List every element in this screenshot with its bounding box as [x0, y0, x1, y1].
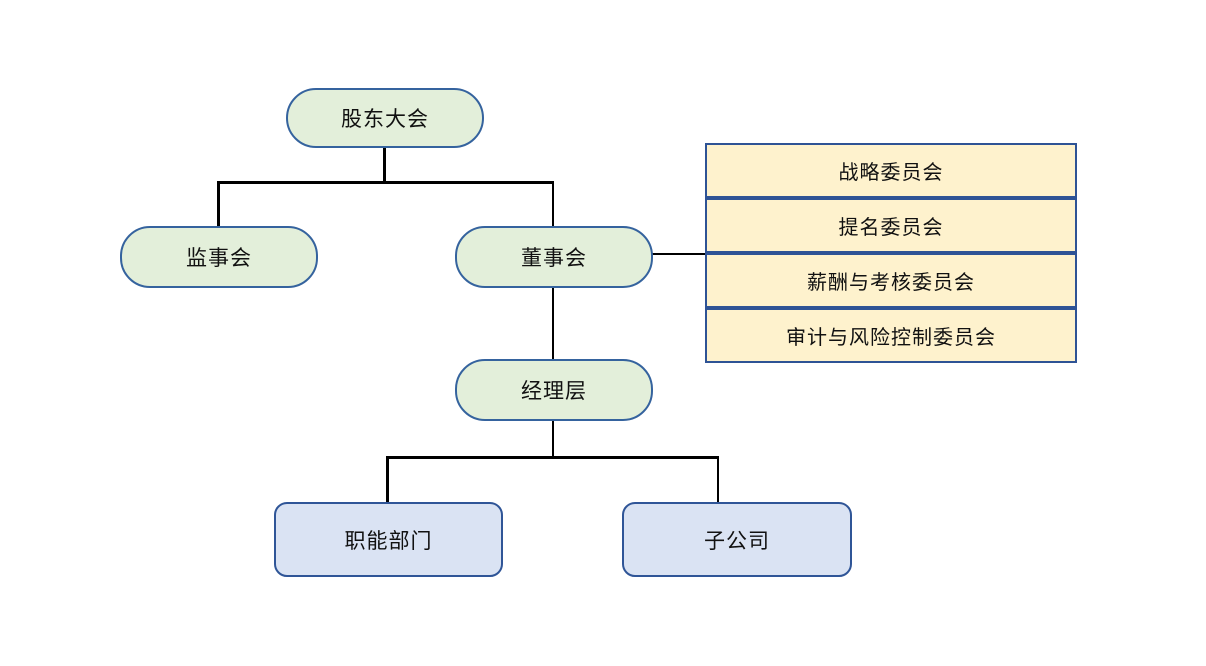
committee-row-nomination: 提名委员会 — [705, 198, 1077, 253]
node-shareholders-label: 股东大会 — [341, 107, 429, 131]
committee-row-remuneration: 薪酬与考核委员会 — [705, 253, 1077, 308]
committee-row-remuneration-label: 薪酬与考核委员会 — [807, 272, 975, 294]
node-management-layer: 经理层 — [455, 359, 653, 421]
committee-row-strategy: 战略委员会 — [705, 143, 1077, 198]
node-supervisory-board: 监事会 — [120, 226, 318, 288]
node-supervisory-label: 监事会 — [186, 246, 252, 270]
node-board-label: 董事会 — [521, 246, 587, 270]
node-subsidiaries: 子公司 — [622, 502, 852, 577]
connector-bottom-horizontal — [386, 456, 719, 459]
connector-shareholders-down — [383, 147, 386, 183]
connector-to-subsidiary — [716, 456, 719, 503]
node-management-label: 经理层 — [521, 379, 587, 403]
connector-top-horizontal — [217, 181, 554, 184]
committee-row-nomination-label: 提名委员会 — [838, 217, 944, 239]
committee-row-audit-risk: 审计与风险控制委员会 — [705, 308, 1077, 363]
connector-to-supervisory — [217, 181, 220, 227]
node-subsidiary-label: 子公司 — [704, 528, 770, 553]
connector-board-to-committees — [652, 252, 706, 255]
committees-table: 战略委员会 提名委员会 薪酬与考核委员会 审计与风险控制委员会 — [705, 143, 1077, 363]
connector-to-functional — [386, 456, 389, 503]
connector-management-down — [551, 420, 554, 458]
node-functional-departments: 职能部门 — [274, 502, 503, 577]
committee-row-audit-risk-label: 审计与风险控制委员会 — [786, 327, 996, 349]
node-functional-label: 职能部门 — [344, 528, 433, 553]
committee-row-strategy-label: 战略委员会 — [838, 162, 944, 184]
node-shareholders-meeting: 股东大会 — [286, 88, 484, 148]
connector-to-board — [551, 181, 554, 227]
connector-board-to-management — [551, 287, 554, 360]
node-board-of-directors: 董事会 — [455, 226, 653, 288]
